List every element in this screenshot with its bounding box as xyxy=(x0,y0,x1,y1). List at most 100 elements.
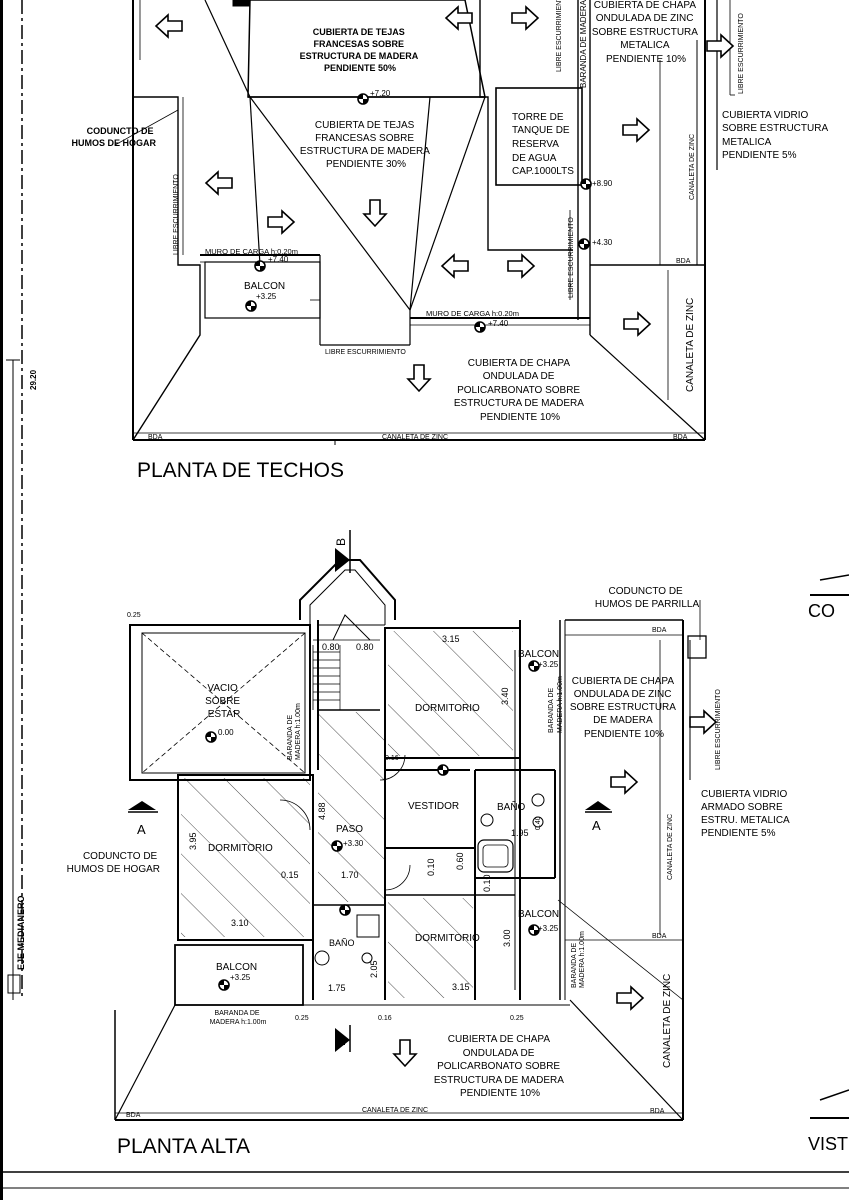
right-edge-marker xyxy=(810,574,849,1119)
eje-medianero-label: EJE MEDIANERO xyxy=(16,895,26,970)
flow-arrow-down-2 xyxy=(407,364,431,392)
roof-chapa-madera-line: DE MADERA xyxy=(593,715,653,726)
roof-policarbonato-line: ESTRUCTURA DE MADERA xyxy=(454,398,584,409)
roof-tejas-30-line: PENDIENTE 30% xyxy=(326,159,406,170)
baranda-vertical-6: MADERA h:1.00m xyxy=(579,931,586,988)
room-vestidor: VESTIDOR xyxy=(408,801,459,812)
level-740a: +7.40 xyxy=(268,255,289,264)
level-marker xyxy=(578,238,590,250)
svg-text:CUBIERTA VIDRIO SOBRE ESTR: CUBIERTA VIDRIO SOBRE ESTRUCTURA METALIC… xyxy=(722,110,830,161)
canaleta-v-large: CANALETA DE ZINC xyxy=(662,974,673,1068)
flow-arrow-down-1 xyxy=(363,199,387,227)
svg-text:TORRE DE TANQUE DE RES: TORRE DE TANQUE DE RESERVA DE AGUA CAP.1… xyxy=(512,112,574,177)
roof-vidrio-line: PENDIENTE 5% xyxy=(701,828,776,839)
level-marker xyxy=(339,904,351,916)
room-paso: PASO xyxy=(336,824,363,835)
svg-text:CUBIERTA VIDRIO ARMADO SOB: CUBIERTA VIDRIO ARMADO SOBRE ESTRU. META… xyxy=(701,789,792,839)
level-430: +4.30 xyxy=(592,238,613,247)
roof-policarbonato-line: ONDULADA DE xyxy=(463,1048,535,1059)
room-dormitorio-top: DORMITORIO xyxy=(415,703,480,714)
section-marker-b-top xyxy=(335,530,351,573)
flow-arrow-right-5 xyxy=(706,34,734,58)
level-marker xyxy=(205,731,217,743)
muro-carga-2: MURO DE CARGA h:0.20m xyxy=(426,309,519,318)
bda-label: BDA xyxy=(673,434,688,441)
roof-tejas-30-line: CUBIERTA DE TEJAS xyxy=(315,120,415,131)
eje-medianero-line xyxy=(0,0,23,1200)
roof-tejas-50-line: FRANCESAS SOBRE xyxy=(313,39,404,49)
roof-plan xyxy=(114,0,735,445)
title-planta-alta: PLANTA ALTA xyxy=(117,1135,250,1158)
level-marker xyxy=(218,979,230,991)
svg-text:CUBIERTA DE CHAPA ONDULADA: CUBIERTA DE CHAPA ONDULADA DE POLICARBON… xyxy=(434,1034,566,1099)
section-marker-a-left xyxy=(128,801,158,813)
tank-line: RESERVA xyxy=(512,139,559,150)
baranda-line: MADERA h:1.00m xyxy=(210,1019,267,1026)
level-330: +3.30 xyxy=(343,839,364,848)
cut-b-bottom: B xyxy=(334,1038,348,1046)
dim-010-b: 0.10 xyxy=(482,874,492,892)
cut-b-top: B xyxy=(334,538,348,546)
level-890: +8.90 xyxy=(592,179,613,188)
roof-policarbonato-line: CUBIERTA DE CHAPA xyxy=(468,358,571,369)
baranda-vertical-1: BARANDA DE xyxy=(287,715,294,760)
dim-488: 4.88 xyxy=(317,802,327,820)
roof-chapa-metal-line: PENDIENTE 10% xyxy=(606,54,686,65)
dim-300: 3.00 xyxy=(502,929,512,947)
roof-policarbonato-line: PENDIENTE 10% xyxy=(480,412,560,423)
roof-vidrio-line: SOBRE ESTRUCTURA xyxy=(722,123,828,134)
dim-025: 0.25 xyxy=(510,1015,524,1022)
side-label-co: CO xyxy=(808,601,835,621)
level-marker xyxy=(331,840,343,852)
tank-line: TORRE DE xyxy=(512,112,564,123)
room-dormitorio-bottom: DORMITORIO xyxy=(415,933,480,944)
level-marker xyxy=(254,260,266,272)
conducto-parrilla-line: CODUNCTO DE xyxy=(608,586,683,597)
svg-text:CUBIERTA DE CHAPA ONDULADA: CUBIERTA DE CHAPA ONDULADA DE POLICARBON… xyxy=(454,358,586,423)
conducto-hogar-line: CODUNCTO DE xyxy=(83,851,158,862)
room-bano-small: BAÑO xyxy=(329,938,355,948)
roof-tejas-50-line: ESTRUCTURA DE MADERA xyxy=(300,51,419,61)
canaleta-h-label: CANALETA DE ZINC xyxy=(362,1107,428,1114)
baranda-vertical-3: BARANDA DE xyxy=(548,688,555,733)
dim-060: 0.60 xyxy=(455,852,465,870)
roof-policarbonato-line: ESTRUCTURA DE MADERA xyxy=(434,1075,564,1086)
bda-label: BDA xyxy=(126,1112,141,1119)
dim-205: 2.05 xyxy=(369,960,379,978)
balcon-top-right: BALCON xyxy=(518,649,559,660)
tank-line: CAP.1000LTS xyxy=(512,166,574,177)
level-720: +7.20 xyxy=(370,89,391,98)
libre-escurrimiento-v1: LIBRE ESCURRIMIENTO xyxy=(173,174,180,255)
roof-vidrio-line: ARMADO SOBRE xyxy=(701,802,783,813)
room-bano: BAÑO xyxy=(497,800,526,813)
room-dormitorio-left: DORMITORIO xyxy=(208,843,273,854)
dim-040: 0.40 xyxy=(535,816,542,830)
dim-310: 3.10 xyxy=(231,918,249,928)
flow-arrow-right-9 xyxy=(616,986,644,1010)
canaleta-h-label: CANALETA DE ZINC xyxy=(382,434,448,441)
roof-vidrio-line: PENDIENTE 5% xyxy=(722,150,797,161)
balcon-label: BALCON xyxy=(244,281,285,292)
flow-arrow-left-4 xyxy=(441,254,469,278)
flow-arrow-right-7 xyxy=(610,770,638,794)
level-000: 0.00 xyxy=(218,728,234,737)
svg-text:CODUNCTO DE HUMOS DE HOGAR: CODUNCTO DE HUMOS DE HOGAR xyxy=(71,126,156,148)
roof-policarbonato-line: PENDIENTE 10% xyxy=(460,1088,540,1099)
dim-315-top: 3.15 xyxy=(442,634,460,644)
dim-340: 3.40 xyxy=(500,687,510,705)
side-label-vist: VIST xyxy=(808,1134,848,1154)
flow-arrow-left-2 xyxy=(445,6,473,30)
tank-line: DE AGUA xyxy=(512,153,557,164)
roof-chapa-madera-line: PENDIENTE 10% xyxy=(584,729,664,740)
vacio-line: SOBRE xyxy=(205,696,240,707)
roof-policarbonato-line: POLICARBONATO SOBRE xyxy=(457,385,580,396)
bda-label: BDA xyxy=(652,627,667,634)
level-325: +3.25 xyxy=(256,292,277,301)
flow-arrow-right-8 xyxy=(689,710,717,734)
dim-025: 0.25 xyxy=(295,1015,309,1022)
vacio-line: ESTAR xyxy=(208,709,241,720)
tank-line: TANQUE DE xyxy=(512,125,570,136)
baranda-vertical-5: BARANDA DE xyxy=(571,943,578,988)
upper-floor-plan xyxy=(114,559,707,1121)
